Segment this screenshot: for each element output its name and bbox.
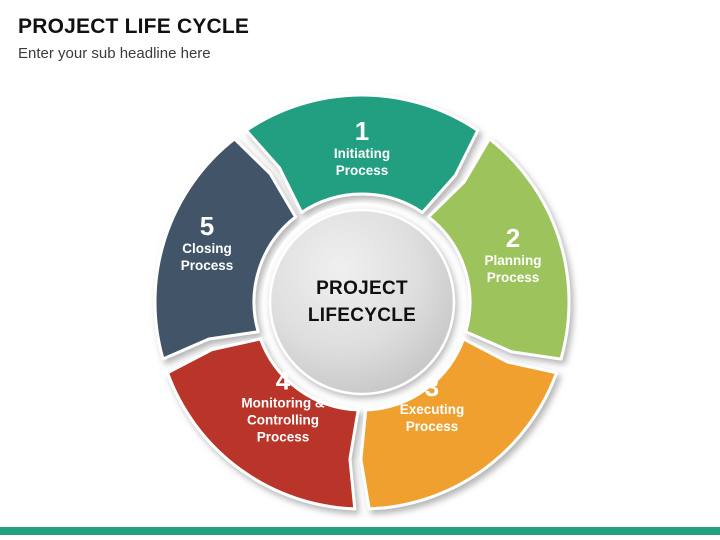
hub-circle[interactable]: [268, 208, 456, 396]
header: PROJECT LIFE CYCLE Enter your sub headli…: [18, 14, 678, 64]
segment-4-monitoring-controlling[interactable]: [165, 337, 360, 511]
segments-group: [153, 93, 571, 511]
segment-5-closing[interactable]: [153, 137, 298, 361]
segment-2-planning[interactable]: [426, 137, 571, 361]
segment-1-initiating[interactable]: [244, 93, 480, 214]
page-subtitle: Enter your sub headline here: [18, 45, 211, 62]
page-title: PROJECT LIFE CYCLE: [18, 15, 250, 38]
segment-3-executing[interactable]: [359, 337, 559, 511]
bottom-accent-bar: [0, 527, 720, 535]
